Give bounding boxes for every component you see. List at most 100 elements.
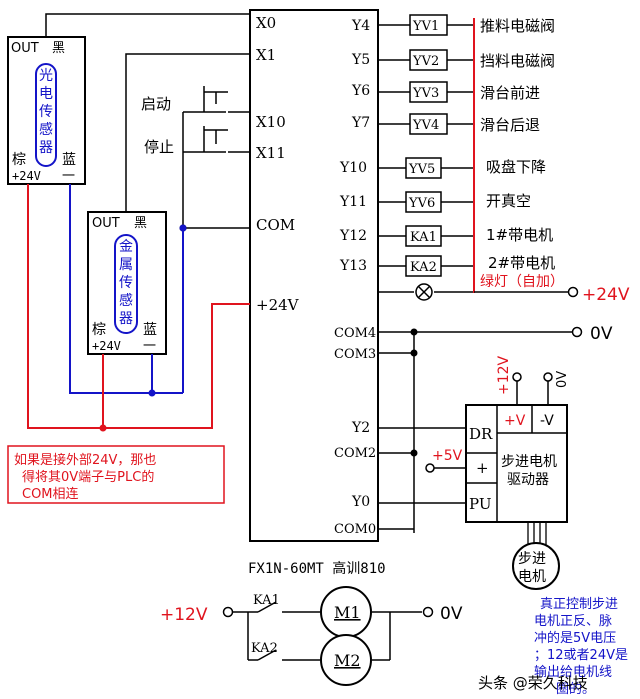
term-y2: Y2	[351, 420, 370, 436]
term-y4: Y4	[351, 18, 370, 34]
metal-blue-label: 蓝	[143, 322, 157, 338]
motor-12v-terminal	[222, 606, 234, 618]
load-desc-yv5: 吸盘下降	[486, 158, 546, 176]
svg-text:圈的。: 圈的。	[556, 681, 595, 697]
load-box-ka2	[405, 255, 442, 277]
motor-ka2-label: KA2	[251, 641, 278, 656]
driver-dr-label: DR	[469, 425, 493, 443]
motor-wires	[233, 601, 422, 661]
load-ka1: KA1	[410, 230, 437, 245]
term-com: COM	[256, 216, 295, 234]
svg-text:输出给电机线: 输出给电机线	[534, 664, 612, 680]
plc-box	[249, 9, 379, 542]
photo-brown-label: 棕	[12, 152, 26, 168]
start-button-label: 启动	[141, 95, 171, 113]
term-y10: Y10	[339, 160, 367, 176]
metal-sensor-body	[114, 234, 138, 334]
term-x0: X0	[256, 14, 276, 32]
metal-out-label: OUT	[92, 216, 120, 231]
blue-junction-1	[148, 389, 156, 397]
load-yv2: YV2	[412, 54, 439, 69]
svg-text:传: 传	[119, 275, 133, 291]
driver-0v-label: 0V	[555, 371, 570, 388]
stop-button-label: 停止	[144, 138, 174, 156]
stepper-driver-box	[465, 404, 568, 523]
stepper-line2: 电机	[518, 569, 546, 585]
lamp-x2	[417, 285, 431, 299]
load-box-yv4	[409, 113, 448, 135]
plc-model-label: FX1N-60MT 高训810	[248, 560, 386, 577]
load-box-yv1	[409, 14, 448, 36]
term-y12: Y12	[339, 228, 367, 244]
motor-m1-label: M1	[334, 603, 361, 622]
stop-switch	[183, 126, 250, 153]
svg-text:传: 传	[39, 104, 53, 120]
load-box-ka1	[405, 225, 442, 247]
plus5-label: +5V	[432, 448, 463, 464]
com2-junction	[410, 449, 418, 457]
output-wires	[378, 24, 474, 293]
svg-text:器: 器	[119, 311, 133, 327]
load-ka2: KA2	[410, 260, 437, 275]
metal-black-label: 黑	[134, 216, 147, 231]
metal-sensor-name: 金 属 传 感 器	[119, 239, 133, 327]
svg-text:电机正反、脉: 电机正反、脉	[534, 614, 612, 629]
motor-m2	[320, 634, 372, 686]
motor-ka1-label: KA1	[253, 593, 280, 608]
load-box-yv2	[409, 49, 448, 71]
red-junction	[99, 424, 107, 432]
note-24v-line3: COM相连	[22, 486, 79, 502]
blue-junction-2	[179, 224, 187, 232]
note-24v-line2: 得将其0V端子与PLC的	[22, 469, 154, 485]
lamp-label: 绿灯（自加）	[480, 274, 564, 290]
term-com2: COM2	[334, 446, 376, 461]
motor-0v-label: 0V	[440, 604, 463, 624]
svg-text:光: 光	[39, 68, 53, 84]
term-x11: X11	[256, 144, 286, 162]
red-24v-wires	[27, 184, 250, 429]
term-com0: COM0	[334, 522, 376, 537]
term-y6: Y6	[351, 83, 370, 99]
start-switch	[183, 86, 250, 113]
driver-plus-label: +	[476, 459, 489, 477]
driver-title-2: 驱动器	[507, 472, 549, 488]
driver-12v-terminal	[512, 372, 522, 382]
term-com3: COM3	[334, 347, 376, 362]
term-24v: +24V	[256, 296, 300, 314]
term-y7: Y7	[351, 115, 370, 131]
metal-24v-label: +24V	[92, 339, 121, 353]
photo-sensor-body	[35, 63, 57, 167]
plus24-terminal	[567, 286, 579, 298]
load-yv3: YV3	[412, 86, 439, 101]
term-y0: Y0	[351, 494, 370, 510]
driver-vminus-label: -V	[540, 413, 554, 429]
svg-text:金: 金	[119, 239, 133, 255]
svg-text:属: 属	[119, 257, 133, 273]
load-desc-yv1: 推料电磁阀	[480, 17, 555, 35]
load-yv1: YV1	[412, 19, 439, 34]
photo-minus-label: 一	[62, 169, 75, 184]
svg-text:；12或者24V是: ；12或者24V是	[534, 648, 628, 663]
watermark: 头条 @荣久科技	[478, 674, 588, 692]
load-desc-ka1: 1#带电机	[486, 226, 553, 244]
load-desc-yv4: 滑台后退	[480, 116, 540, 134]
term-x1: X1	[256, 46, 276, 64]
term-y13: Y13	[339, 258, 367, 274]
load-yv5: YV5	[408, 162, 435, 177]
term-y11: Y11	[339, 194, 367, 210]
stepper-cables	[527, 522, 547, 545]
load-box-yv6	[405, 191, 442, 213]
metal-brown-label: 棕	[92, 322, 106, 338]
motor-12v-label: +12V	[160, 605, 208, 625]
note-24v-box	[7, 445, 225, 504]
photo-24v-label: +24V	[12, 169, 41, 183]
stepper-motor	[512, 542, 560, 590]
metal-minus-label: 一	[143, 339, 156, 354]
load-desc-yv6: 开真空	[486, 192, 531, 210]
load-box-yv5	[405, 157, 442, 179]
load-yv4: YV4	[412, 118, 439, 133]
motor-0v-terminal	[422, 606, 434, 618]
motor-m2-label: M2	[334, 651, 361, 670]
com-bus-wire	[182, 112, 250, 393]
load-desc-ka2: 2#带电机	[488, 254, 555, 272]
